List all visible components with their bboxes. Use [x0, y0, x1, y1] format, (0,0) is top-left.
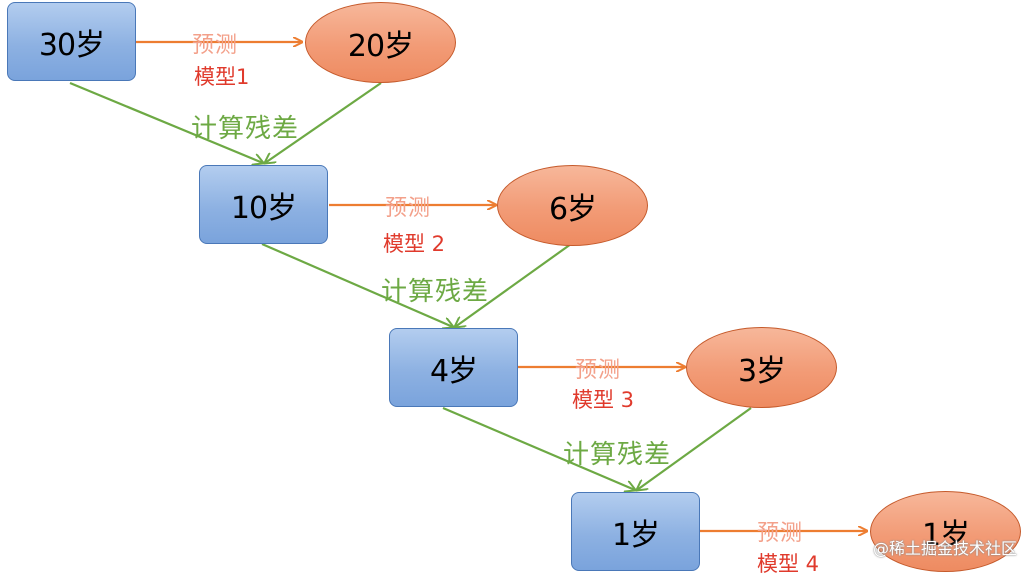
prediction-oval-1: 20岁: [305, 2, 456, 83]
model-label-1: 模型1: [194, 65, 250, 89]
predict-label-1: 预测: [192, 33, 239, 58]
residual-arrow-2b: [455, 243, 572, 327]
residual-label-3: 计算残差: [563, 440, 672, 470]
model-label-4: 模型 4: [757, 552, 820, 576]
prediction-oval-4: 1岁: [870, 491, 1021, 572]
residual-label-2: 计算残差: [381, 277, 490, 307]
residual-arrow-3b: [637, 407, 752, 490]
prediction-oval-2: 6岁: [497, 165, 648, 246]
predict-label-3: 预测: [575, 358, 622, 383]
residual-arrow-3a: [442, 406, 635, 490]
residual-arrow-1a: [69, 81, 263, 163]
model-label-2: 模型 2: [383, 232, 446, 256]
watermark: @稀土掘金技术社区: [872, 539, 1017, 558]
target-box-4: 1岁: [571, 492, 700, 571]
residual-arrow-2a: [261, 242, 453, 327]
predict-label-2: 预测: [385, 196, 432, 221]
model-label-3: 模型 3: [572, 388, 635, 412]
target-box-1: 30岁: [7, 2, 136, 81]
target-box-3: 4岁: [389, 328, 518, 407]
predict-label-4: 预测: [757, 521, 804, 546]
prediction-oval-3: 3岁: [686, 327, 837, 408]
residual-label-1: 计算残差: [191, 114, 300, 144]
target-box-2: 10岁: [199, 165, 328, 244]
residual-arrow-1b: [265, 82, 382, 163]
